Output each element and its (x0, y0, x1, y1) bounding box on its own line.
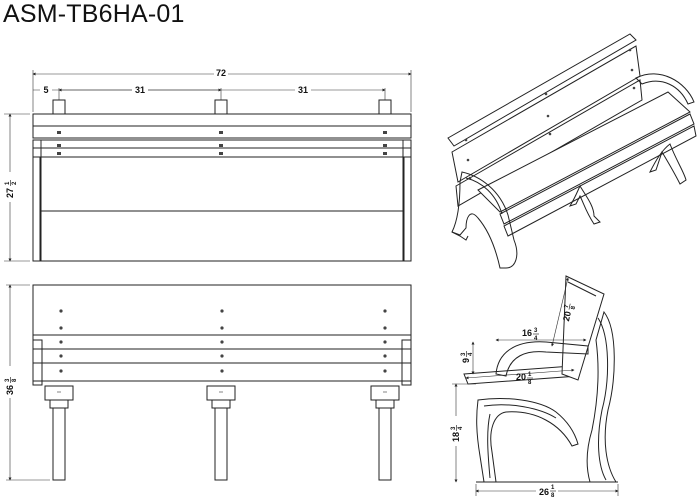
height-whole-label: 36 (5, 385, 15, 395)
isometric-view (447, 33, 697, 269)
seat-height-whole-label: 18 (451, 432, 461, 442)
arm-height-den-label: 4 (468, 352, 474, 356)
base-width-den-label: 8 (551, 493, 555, 498)
end-offset-label: 5 (43, 85, 48, 95)
side-view: 20 7 8 16 3 4 9 3 4 20 1 8 18 3 (448, 275, 619, 498)
height-den-label: 8 (12, 378, 18, 382)
arm-length-num-label: 3 (534, 328, 538, 334)
back-height-whole-label: 20 (561, 310, 573, 322)
seat-height-den-label: 4 (458, 426, 464, 430)
base-width-num-label: 1 (551, 485, 555, 491)
seat-height-num-label: 3 (451, 426, 457, 430)
height-num-label: 3 (5, 378, 11, 382)
seat-depth-whole-label: 20 (516, 372, 526, 382)
back-height-num-label: 7 (564, 303, 571, 308)
base-width-whole-label: 26 (539, 487, 549, 497)
arm-length-whole-label: 16 (522, 328, 532, 338)
top-view: 72 5 31 31 (3, 67, 412, 262)
depth-whole-label: 27 (5, 188, 15, 198)
left-span-label: 31 (135, 85, 145, 95)
right-span-label: 31 (298, 85, 308, 95)
depth-num-label: 1 (5, 181, 11, 185)
overall-width-label: 72 (216, 68, 226, 78)
seat-depth-den-label: 8 (528, 380, 532, 386)
arm-height-whole-label: 9 (461, 358, 471, 363)
arm-length-den-label: 4 (534, 336, 538, 342)
arm-height-num-label: 3 (461, 352, 467, 356)
drawing-title: ASM-TB6HA-01 (3, 0, 185, 28)
back-height-den-label: 8 (571, 305, 578, 310)
depth-den-label: 2 (12, 181, 18, 185)
front-view: 36 3 8 (3, 284, 412, 481)
seat-depth-num-label: 1 (528, 372, 532, 378)
